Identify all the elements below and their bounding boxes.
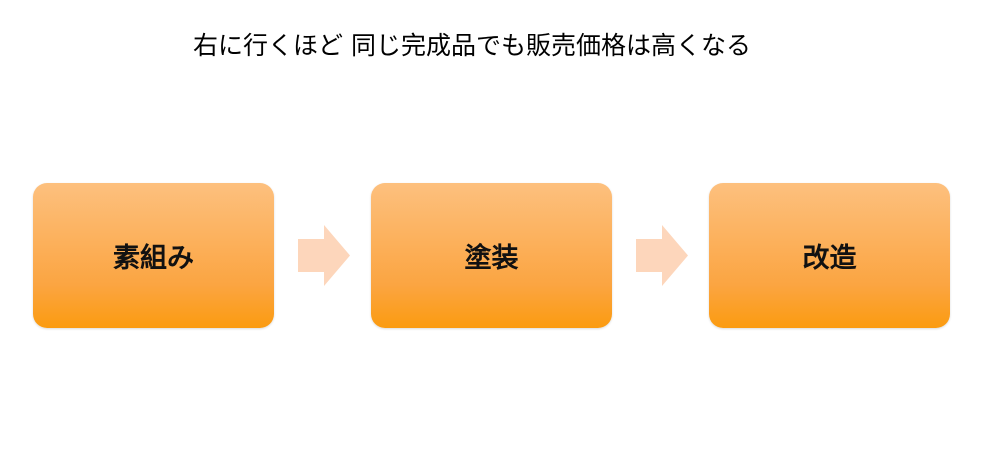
- arrow-right-icon: [298, 225, 350, 286]
- step-label: 塗装: [464, 243, 519, 274]
- step-box-sugumi: 素組み: [33, 183, 274, 328]
- step-box-kaizou: 改造: [709, 183, 950, 328]
- step-label: 素組み: [113, 243, 194, 274]
- step-label: 改造: [802, 243, 857, 274]
- step-box-tosou: 塗装: [371, 183, 612, 328]
- diagram-title: 右に行くほど 同じ完成品でも販売価格は高くなる: [193, 31, 751, 60]
- arrow-right-icon: [636, 225, 688, 286]
